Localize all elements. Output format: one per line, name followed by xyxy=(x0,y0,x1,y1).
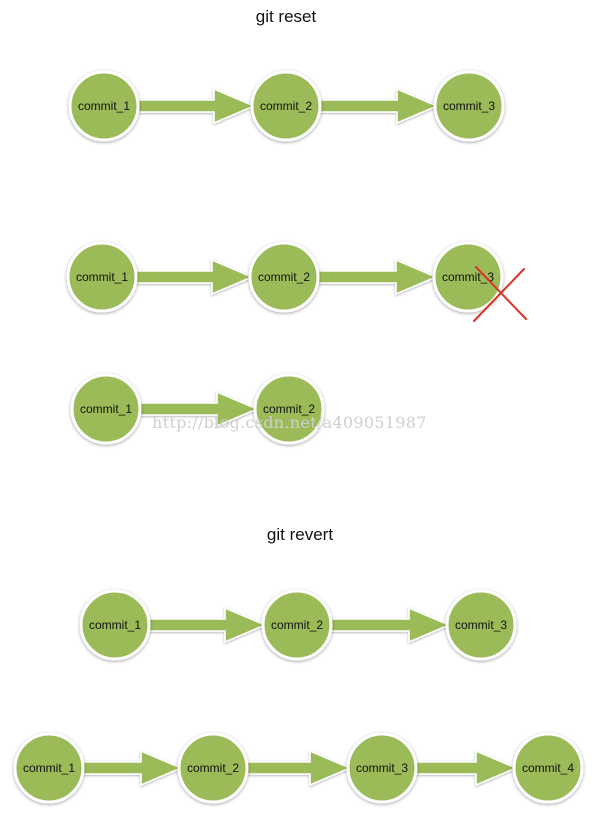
commit-label: commit_1 xyxy=(23,761,75,775)
commit-node-revert-before-commit_3: commit_3 xyxy=(445,589,517,661)
commit-circle xyxy=(66,241,138,313)
watermark-text: http://blog.csdn.net/a409051987 xyxy=(152,413,427,432)
commit-circle xyxy=(512,732,584,804)
commit-circle xyxy=(68,70,140,142)
arrow-reset-before-1 xyxy=(135,87,257,125)
commit-node-reset-before-commit_1: commit_1 xyxy=(68,70,140,142)
commit-node-revert-before-commit_1: commit_1 xyxy=(79,589,151,661)
commit-node-revert-before-commit_2: commit_2 xyxy=(261,589,333,661)
arrows-layer xyxy=(80,87,519,787)
commit-circle xyxy=(433,70,505,142)
git-revert-title: git revert xyxy=(267,525,333,544)
commit-label: commit_2 xyxy=(263,402,315,416)
commit-label: commit_2 xyxy=(260,99,312,113)
commit-label: commit_1 xyxy=(76,270,128,284)
arrow-reset-marked-1 xyxy=(133,258,255,296)
commit-label: commit_3 xyxy=(356,761,408,775)
commit-node-reset-before-commit_3: commit_3 xyxy=(433,70,505,142)
commit-circle xyxy=(253,373,325,445)
commit-label: commit_2 xyxy=(258,270,310,284)
arrow-revert-before-2 xyxy=(328,606,452,644)
arrow-revert-after-3 xyxy=(413,749,519,787)
commit-label: commit_3 xyxy=(443,99,495,113)
marks-layer xyxy=(473,266,527,322)
commit-circle xyxy=(346,732,418,804)
arrow-revert-after-2 xyxy=(244,749,353,787)
arrow-reset-marked-2 xyxy=(315,258,439,296)
commit-label: commit_1 xyxy=(78,99,130,113)
commit-label: commit_1 xyxy=(80,402,132,416)
commit-circle xyxy=(177,732,249,804)
git-reset-title: git reset xyxy=(256,7,317,26)
commit-node-revert-after-commit_2: commit_2 xyxy=(177,732,249,804)
commit-circle xyxy=(250,70,322,142)
removed-commit-cross-icon xyxy=(473,266,527,322)
commit-circle xyxy=(70,373,142,445)
commit-node-revert-after-commit_4: commit_4 xyxy=(512,732,584,804)
commit-node-reset-marked-commit_1: commit_1 xyxy=(66,241,138,313)
arrow-revert-after-1 xyxy=(80,749,184,787)
commit-label: commit_2 xyxy=(187,761,239,775)
commit-circle xyxy=(445,589,517,661)
cross-stroke-2 xyxy=(473,268,525,322)
commit-nodes-layer: commit_1 commit_2 commit_3 commit_1 commit_2… xyxy=(13,70,584,804)
commit-circle xyxy=(432,241,504,313)
commit-label: commit_4 xyxy=(522,761,574,775)
commit-node-reset-marked-commit_2: commit_2 xyxy=(248,241,320,313)
commit-node-reset-after-commit_1: commit_1 xyxy=(70,373,142,445)
commit-node-revert-after-commit_1: commit_1 xyxy=(13,732,85,804)
commit-label: commit_3 xyxy=(455,618,507,632)
arrow-reset-before-2 xyxy=(317,87,440,125)
commit-node-reset-before-commit_2: commit_2 xyxy=(250,70,322,142)
commit-circle xyxy=(261,589,333,661)
commit-label: commit_2 xyxy=(271,618,323,632)
commit-circle xyxy=(79,589,151,661)
commit-node-revert-after-commit_3: commit_3 xyxy=(346,732,418,804)
commit-circle xyxy=(13,732,85,804)
arrow-revert-before-1 xyxy=(146,606,268,644)
commit-circle xyxy=(248,241,320,313)
commit-node-reset-after-commit_2: commit_2 xyxy=(253,373,325,445)
arrow-reset-after-1 xyxy=(137,390,260,428)
commit-label: commit_1 xyxy=(89,618,141,632)
commit-node-reset-marked-commit_3: commit_3 xyxy=(432,241,504,313)
